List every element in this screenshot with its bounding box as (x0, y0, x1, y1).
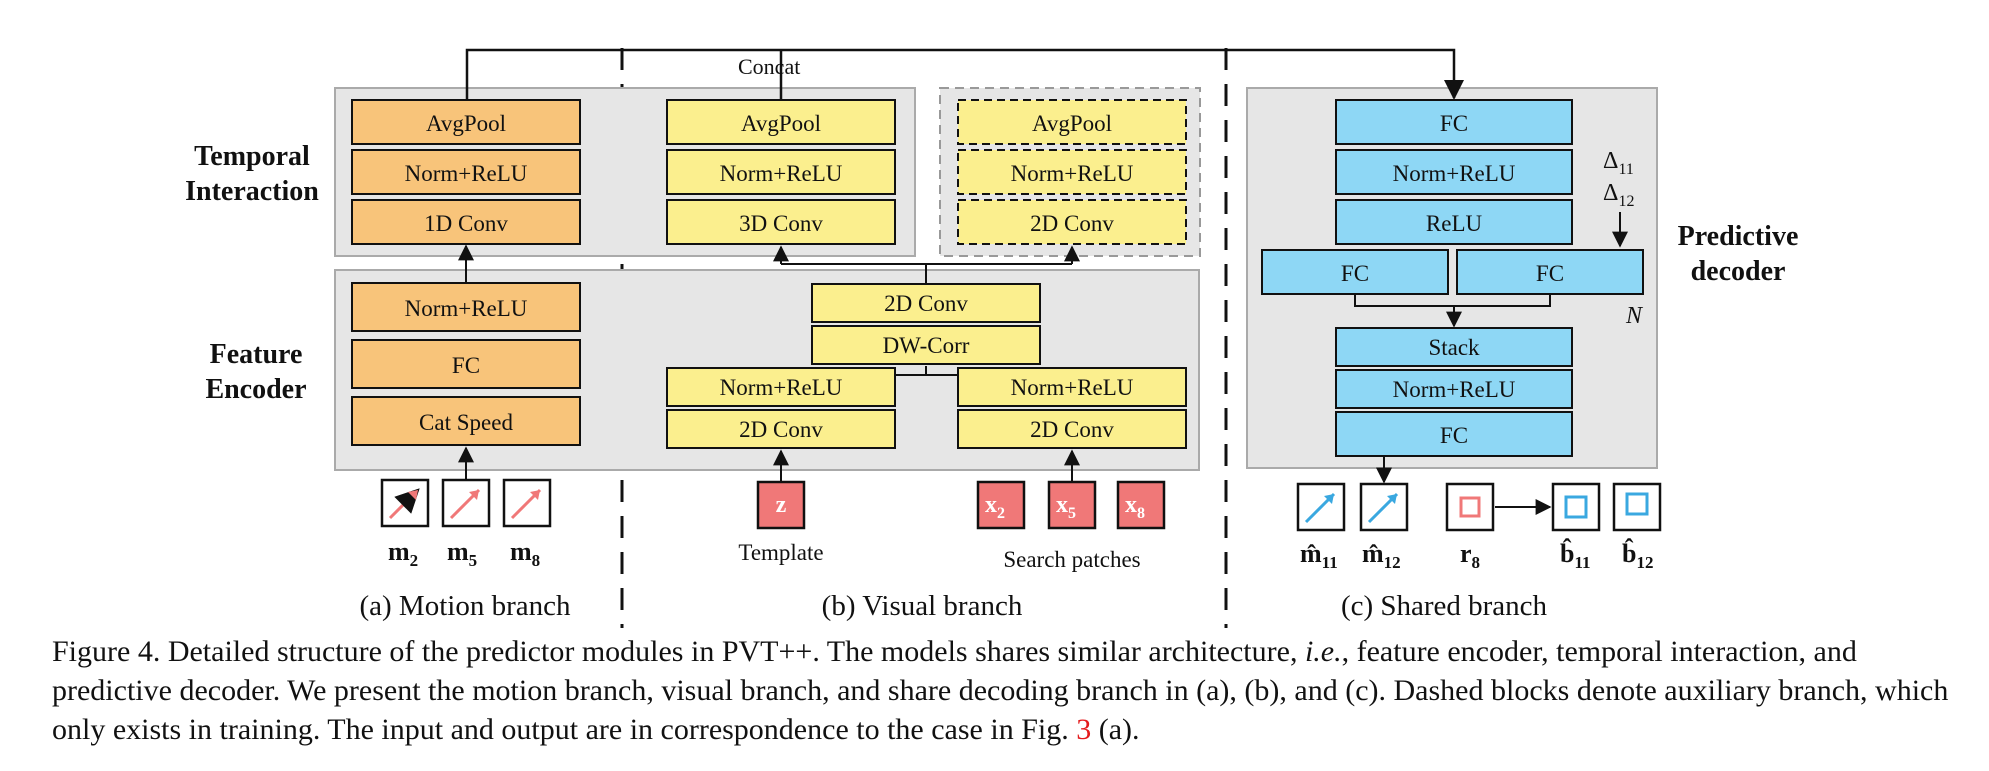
motion-block-1d-conv: 1D Conv (351, 199, 581, 245)
svg-text:Cat Speed: Cat Speed (419, 410, 513, 435)
search-patch-x5: x5 (1047, 480, 1097, 530)
motion-block-norm-relu: Norm+ReLU (351, 149, 581, 195)
svg-text:Stack: Stack (1428, 335, 1480, 360)
motion-block-norm-relu-2: Norm+ReLU (351, 282, 581, 332)
output-b11 (1551, 482, 1601, 532)
svg-text:Norm+ReLU: Norm+ReLU (1011, 375, 1134, 400)
motion-input-m2 (380, 478, 430, 528)
shared-block-relu: ReLU (1335, 199, 1573, 245)
svg-text:3D Conv: 3D Conv (739, 211, 823, 236)
shared-block-fc-top: FC (1335, 99, 1573, 145)
motion-caption: (a) Motion branch (360, 590, 571, 622)
motion-input-m8 (502, 478, 552, 528)
svg-text:AvgPool: AvgPool (426, 111, 506, 136)
motion-input-m5 (441, 478, 491, 528)
caption-text-2: , feature encoder, temporal interaction,… (52, 635, 1949, 746)
visual-block-2d-conv-mid: 2D Conv (811, 283, 1041, 323)
shared-block-norm-relu: Norm+ReLU (1335, 149, 1573, 195)
figure-caption: Figure 4. Detailed structure of the pred… (52, 632, 1952, 749)
svg-text:2D Conv: 2D Conv (1030, 211, 1114, 236)
output-m11 (1296, 482, 1346, 532)
template-label: Template (738, 540, 823, 565)
visual-block-dw-corr: DW-Corr (811, 325, 1041, 365)
caption-label: Figure 4. (52, 635, 161, 668)
svg-text:FC: FC (1341, 261, 1369, 286)
caption-ie: i.e. (1304, 635, 1342, 668)
shared-block-fc-right: FC (1456, 249, 1644, 295)
label-feature-2: Encoder (205, 374, 306, 405)
search-patch-x8: x8 (1116, 480, 1166, 530)
svg-text:Norm+ReLU: Norm+ReLU (1393, 161, 1516, 186)
svg-text:Norm+ReLU: Norm+ReLU (405, 161, 528, 186)
aux-block-2d-conv: 2D Conv (957, 199, 1187, 245)
svg-text:1D Conv: 1D Conv (424, 211, 508, 236)
aux-block-avgpool: AvgPool (957, 99, 1187, 145)
caption-text-1: Detailed structure of the predictor modu… (167, 635, 1298, 668)
motion-input-labels: m2 m5 m8 (388, 537, 540, 572)
visual-block-avgpool: AvgPool (666, 99, 896, 145)
svg-text:2D Conv: 2D Conv (739, 417, 823, 442)
shared-block-fc-left: FC (1261, 249, 1449, 295)
input-r8 (1445, 482, 1495, 532)
svg-text:x5: x5 (1056, 492, 1076, 522)
caption-figure-ref[interactable]: 3 (1076, 713, 1092, 746)
svg-text:AvgPool: AvgPool (741, 111, 821, 136)
svg-text:2D Conv: 2D Conv (884, 291, 968, 316)
visual-block-right-2d-conv: 2D Conv (957, 409, 1187, 449)
svg-text:x2: x2 (985, 492, 1005, 522)
visual-block-left-norm-relu: Norm+ReLU (666, 367, 896, 407)
visual-block-left-2d-conv: 2D Conv (666, 409, 896, 449)
shared-block-stack: Stack (1335, 327, 1573, 367)
template-input-z: z (756, 480, 806, 530)
svg-text:ReLU: ReLU (1426, 211, 1483, 236)
motion-block-fc: FC (351, 339, 581, 389)
label-temporal-2: Interaction (185, 176, 319, 207)
svg-text:Norm+ReLU: Norm+ReLU (405, 296, 528, 321)
svg-text:z: z (776, 492, 787, 518)
svg-text:FC: FC (1440, 111, 1468, 136)
svg-text:Norm+ReLU: Norm+ReLU (720, 161, 843, 186)
shared-join (1354, 294, 1551, 307)
aux-block-norm-relu: Norm+ReLU (957, 149, 1187, 195)
output-m12 (1359, 482, 1409, 532)
shared-caption: (c) Shared branch (1341, 590, 1548, 622)
svg-text:x8: x8 (1125, 492, 1145, 522)
svg-text:DW-Corr: DW-Corr (883, 333, 970, 358)
delta-label: Δ11 (1603, 148, 1634, 178)
shared-block-norm-relu-2: Norm+ReLU (1335, 369, 1573, 409)
svg-text:Norm+ReLU: Norm+ReLU (1011, 161, 1134, 186)
svg-text:FC: FC (1440, 423, 1468, 448)
output-labels: m̂11 m̂12 r8 b̂11 b̂12 (1300, 539, 1653, 574)
visual-block-3d-conv: 3D Conv (666, 199, 896, 245)
concat-label: Concat (738, 54, 800, 79)
output-b12 (1612, 482, 1662, 532)
n-label: N (1625, 303, 1644, 329)
concat-line (465, 48, 1464, 102)
predictive-label-2: decoder (1691, 256, 1786, 287)
svg-text:FC: FC (452, 353, 480, 378)
search-patch-x2: x2 (976, 480, 1026, 530)
svg-text:Norm+ReLU: Norm+ReLU (720, 375, 843, 400)
svg-text:AvgPool: AvgPool (1032, 111, 1112, 136)
label-feature-1: Feature (210, 339, 303, 370)
svg-text:FC: FC (1536, 261, 1564, 286)
shared-block-fc-bottom: FC (1335, 411, 1573, 457)
motion-block-cat-speed: Cat Speed (351, 396, 581, 446)
visual-block-right-norm-relu: Norm+ReLU (957, 367, 1187, 407)
caption-text-3: (a). (1098, 713, 1140, 746)
svg-text:Norm+ReLU: Norm+ReLU (1393, 377, 1516, 402)
delta-label-2: Δ12 (1603, 180, 1634, 210)
predictive-label-1: Predictive (1678, 221, 1799, 252)
svg-text:2D Conv: 2D Conv (1030, 417, 1114, 442)
motion-block-avgpool: AvgPool (351, 99, 581, 145)
label-temporal-1: Temporal (194, 141, 310, 172)
search-label: Search patches (1003, 547, 1140, 572)
visual-block-norm-relu: Norm+ReLU (666, 149, 896, 195)
visual-caption: (b) Visual branch (822, 590, 1023, 622)
